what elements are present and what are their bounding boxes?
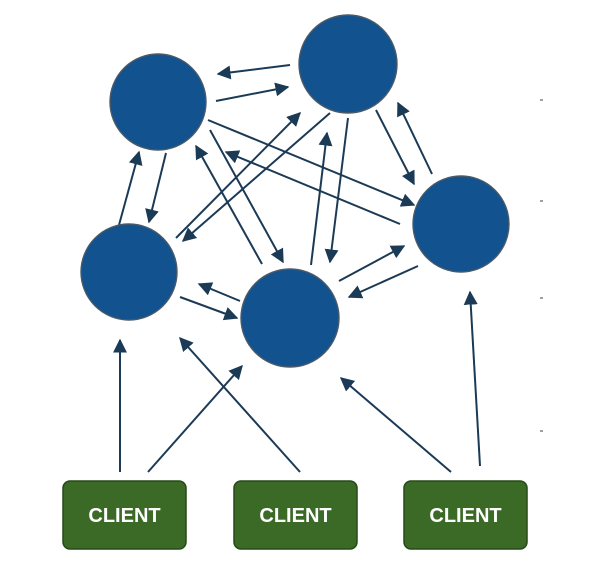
arrow-n5-to-n2 — [397, 101, 433, 175]
client-3: CLIENT — [403, 480, 528, 550]
client-2-label: CLIENT — [259, 505, 331, 527]
edge-marks — [540, 99, 543, 432]
client-2: CLIENT — [233, 480, 358, 550]
server-node-left — [80, 223, 178, 321]
server-node-top-right — [298, 14, 398, 114]
arrow-n4-to-n5 — [338, 245, 406, 282]
server-node-top-left — [109, 53, 207, 151]
arrow-client1-to-n4 — [147, 364, 243, 473]
client-1: CLIENT — [62, 480, 187, 550]
arrow-n3-to-n2 — [175, 112, 301, 239]
arrow-n1-to-n2 — [215, 82, 290, 102]
server-node-right — [412, 175, 510, 273]
arrow-n4-to-n3 — [197, 282, 241, 302]
arrow-n1-to-n5 — [207, 119, 416, 207]
arrow-client2-to-n3 — [179, 336, 301, 473]
arrow-n2-to-n4 — [324, 117, 349, 264]
arrow-n2-to-n1 — [216, 64, 291, 80]
arrow-client3-to-n5 — [463, 290, 481, 467]
clients: CLIENT CLIENT CLIENT — [62, 480, 528, 550]
server-node-center — [240, 268, 340, 368]
arrow-n1-to-n3 — [145, 152, 167, 224]
arrow-n5-to-n1 — [224, 150, 401, 225]
arrow-n5-to-n4 — [347, 265, 419, 299]
connection-arrows — [113, 64, 481, 473]
arrow-n2-to-n3 — [181, 112, 331, 242]
client-3-label: CLIENT — [429, 505, 501, 527]
arrow-n4-to-n1 — [195, 144, 263, 265]
arrow-n1-to-n4 — [209, 129, 284, 264]
arrow-client3-to-n4 — [339, 377, 452, 473]
server-nodes — [80, 14, 510, 368]
arrow-n3-to-n4 — [179, 296, 239, 321]
client-1-label: CLIENT — [88, 505, 160, 527]
arrow-n2-to-n5 — [375, 109, 415, 186]
arrow-n3-to-n1 — [118, 150, 143, 226]
arrow-n4-to-n2 — [310, 131, 333, 266]
